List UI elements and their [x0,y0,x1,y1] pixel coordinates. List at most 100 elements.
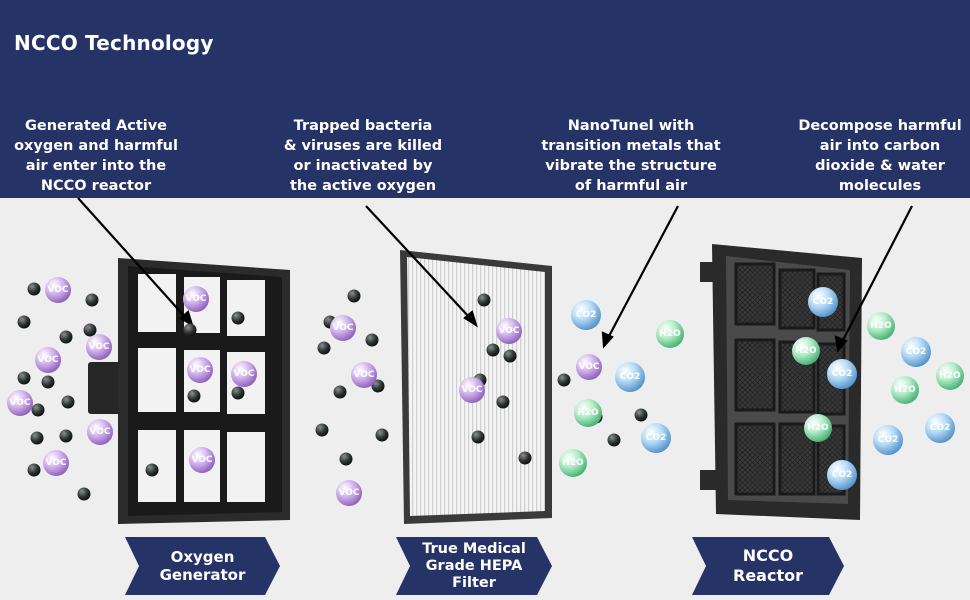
voc-molecule-icon-label: VOC [88,342,109,352]
h2o-molecule-icon [559,449,587,477]
voc-molecule-icon [330,315,356,341]
oxygen-particle-icon [85,293,99,307]
caption-decompose: Decompose harmful air into carbon dioxid… [798,118,962,194]
oxygen-particle-icon [315,423,329,437]
oxygen-particle-icon [31,403,45,417]
oxygen-particle-icon [231,386,245,400]
co2-molecule-icon [827,359,857,389]
h2o-molecule-icon [936,362,964,390]
oxygen-particle-icon [634,408,648,422]
voc-molecule-icon-label: VOC [9,398,30,408]
voc-molecule-icon-label: VOC [45,458,66,468]
voc-molecule-icon [7,390,33,416]
oxygen-particle-icon [77,487,91,501]
co2-molecule-icon-label: CO2 [646,433,667,443]
co2-molecule-icon-label: CO2 [832,369,853,379]
oxygen-particle-icon [231,311,245,325]
co2-molecule-icon [641,423,671,453]
co2-molecule-icon [808,287,838,317]
voc-molecule-icon-label: VOC [189,365,210,375]
voc-molecule-icon [86,334,112,360]
voc-molecule-icon [187,357,213,383]
oxygen-particle-icon [496,395,510,409]
stage-label-text: NCCO Reactor [733,546,803,585]
ribbon-shape [396,537,552,595]
header-band [0,0,970,198]
h2o-molecule-icon-label: H2O [870,321,892,331]
voc-molecule-icon [459,377,485,403]
h2o-molecule-icon [574,399,602,427]
oxygen-particle-icon [27,282,41,296]
h2o-molecule-icon-label: H2O [939,371,961,381]
co2-molecule-icon [615,362,645,392]
voc-molecule-icon [43,450,69,476]
caption-trapped-bacteria: Trapped bacteria & viruses are killed or… [283,118,443,194]
h2o-molecule-icon [891,376,919,404]
stage-label-text: True Medical Grade HEPA Filter [422,540,526,591]
oxygen-particle-icon [83,323,97,337]
oxygen-particle-icon [365,333,379,347]
h2o-molecule-icon [656,320,684,348]
co2-molecule-icon-label: CO2 [906,347,927,357]
callout-arrows [77,197,913,353]
voc-molecule-icon [231,361,257,387]
voc-molecule-icon [189,447,215,473]
voc-molecule-icon [351,362,377,388]
voc-molecule-icon-label: VOC [185,294,206,304]
oxygen-particle-icon [486,343,500,357]
h2o-molecule-icon-label: H2O [659,329,681,339]
voc-molecule-icon-label: VOC [233,369,254,379]
voc-molecule-icon [183,286,209,312]
oxygen-particle-icon [557,373,571,387]
co2-molecule-icon-label: CO2 [813,297,834,307]
caption-active-oxygen: Generated Active oxygen and harmful air … [14,118,178,194]
oxygen-particle-icon [477,293,491,307]
voc-molecule-icon-label: VOC [578,362,599,372]
oxygen-particle-icon [17,315,31,329]
h2o-molecule-icon-label: H2O [577,408,599,418]
h2o-molecule-icon [792,337,820,365]
co2-molecule-icon [901,337,931,367]
voc-molecule-icon [35,347,61,373]
voc-molecule-icon-label: VOC [332,323,353,333]
h2o-molecule-icon-label: H2O [807,423,829,433]
oxygen-particle-icon [187,389,201,403]
oxygen-particle-icon [503,349,517,363]
oxygen-particle-icon [27,463,41,477]
co2-molecule-icon [571,300,601,330]
co2-molecule-icon [873,425,903,455]
stage-label-ncco-reactor: NCCO Reactor [692,537,844,595]
voc-molecule-icon [87,419,113,445]
stage-label-oxygen-generator: Oxygen Generator [125,537,280,595]
voc-molecule-icon-label: VOC [353,370,374,380]
oxygen-particle-icon [183,323,197,337]
voc-molecule-icon-label: VOC [89,427,110,437]
oxygen-particle-icon [317,341,331,355]
co2-molecule-icon [925,413,955,443]
oxygen-particle-icon [41,375,55,389]
co2-molecule-icon-label: CO2 [930,423,951,433]
oxygen-particle-icon [333,385,347,399]
h2o-molecule-icon-label: H2O [795,346,817,356]
oxygen-particle-icon [145,463,159,477]
h2o-molecule-icon [804,414,832,442]
ribbon-shape [125,537,280,595]
co2-molecule-icon [827,460,857,490]
oxygen-particle-icon [607,433,621,447]
h2o-molecule-icon-label: H2O [894,385,916,395]
voc-molecule-icon-label: VOC [461,385,482,395]
voc-molecule-icon [45,277,71,303]
voc-molecule-icon-label: VOC [47,285,68,295]
oxygen-particle-icon [347,289,361,303]
oxygen-particle-icon [471,430,485,444]
stage-label-text: Oxygen Generator [159,548,246,584]
oxygen-particle-icon [518,451,532,465]
oxygen-particle-icon [17,371,31,385]
stage-label-hepa-filter: True Medical Grade HEPA Filter [396,537,552,595]
oxygen-particle-icon [339,452,353,466]
page-title: NCCO Technology [14,31,214,55]
oxygen-particle-icon [371,379,385,393]
voc-molecule-icon-label: VOC [37,355,58,365]
